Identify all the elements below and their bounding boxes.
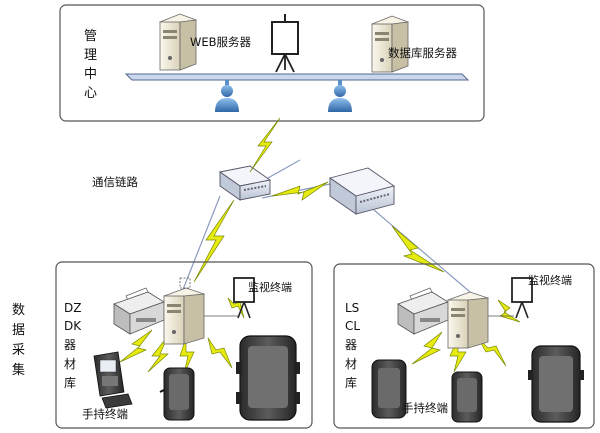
lightning-icon: [411, 331, 443, 365]
communication-link-label: 通信链路: [92, 175, 138, 189]
site-server-icon: [162, 287, 206, 345]
site-right-box: [333, 263, 595, 429]
handheld-terminal-small-icon: [371, 359, 407, 419]
lightning-icon: [449, 337, 467, 373]
site-right: LS CL 器 材 库 监视终端: [333, 263, 595, 429]
lightning-icon: [227, 297, 245, 319]
monitor-terminal-left-label: 监视终端: [248, 280, 292, 294]
connector-box: [179, 277, 191, 289]
handheld-terminal-small-icon: [451, 371, 483, 423]
monitor-terminal-right-icon: [511, 277, 533, 319]
site-left: DZ DK 器 材 库: [55, 261, 313, 429]
site-left-label: DZ DK 器 材 库: [64, 301, 85, 390]
printer-icon: [113, 287, 165, 335]
lightning-icon: [497, 299, 521, 323]
site-left-box: [55, 261, 313, 429]
lightning-icon: [271, 181, 329, 201]
network-bus: [124, 73, 470, 81]
lightning-icon: [249, 117, 281, 173]
lightning-icon: [147, 335, 169, 373]
site-server-icon: [446, 291, 490, 349]
user-icon-left: [215, 80, 239, 112]
management-center: 管 理 中 心 WEB服务器: [59, 4, 485, 122]
database-server-label: 数据库服务器: [388, 46, 457, 60]
link-line-right: [373, 209, 471, 293]
wireless-links: [119, 117, 521, 375]
handheld-terminal-small-icon: [159, 367, 195, 421]
user-icon-right: [328, 80, 352, 112]
web-server-icon: [158, 13, 198, 71]
management-center-label: 管 理 中 心: [84, 29, 101, 101]
data-collection-label: 数 据 采 集: [12, 303, 29, 378]
lightning-icon: [207, 337, 233, 369]
printer-icon: [397, 287, 449, 335]
monitor-terminal-left-icon: [233, 277, 255, 319]
site-right-label: LS CL 器 材 库: [345, 301, 364, 390]
network-switch-left-icon: [218, 165, 272, 201]
web-server-label: WEB服务器: [190, 35, 252, 49]
handheld-pda-icon: [93, 351, 133, 409]
lightning-icon: [119, 329, 153, 363]
handheld-terminal-left-label: 手持终端: [82, 407, 128, 421]
link-line-left: [181, 195, 221, 293]
database-server-icon: [370, 15, 410, 73]
monitor-terminal-right-label: 监视终端: [528, 273, 572, 287]
display-board-icon: [271, 14, 299, 73]
lightning-icon: [477, 337, 507, 367]
lightning-icon: [391, 225, 445, 273]
handheld-terminal-large-icon: [528, 345, 584, 423]
network-switch-right-icon: [328, 167, 396, 215]
handheld-terminal-large-icon: [236, 335, 300, 421]
lightning-icon: [193, 199, 235, 283]
handheld-terminal-right-label: 手持终端: [402, 401, 448, 415]
